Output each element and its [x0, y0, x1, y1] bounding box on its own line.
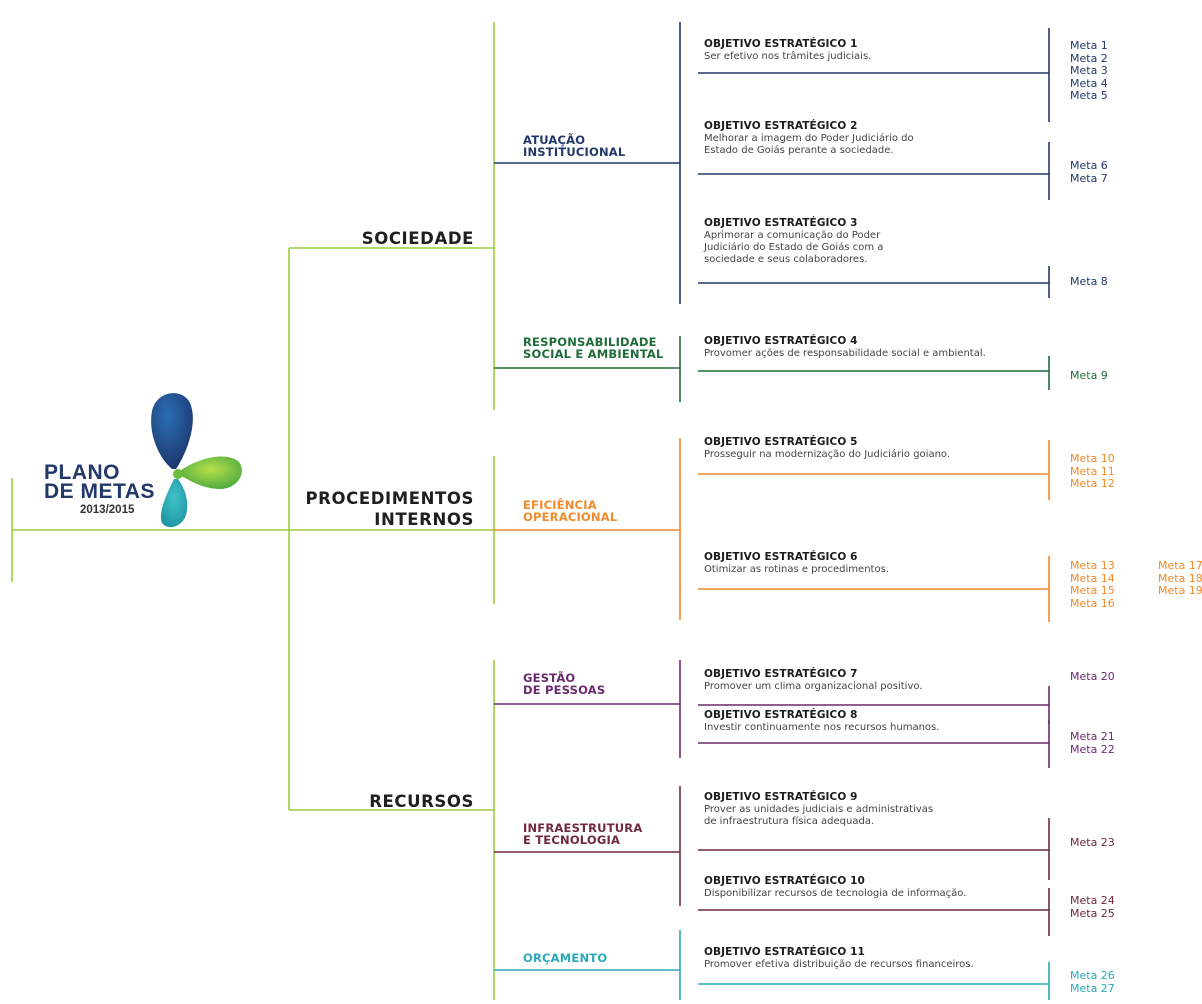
objective-desc-6: Otimizar as rotinas e procedimentos. [704, 564, 889, 575]
meta-label: Meta 26 [1070, 969, 1115, 982]
objective-title-3: OBJETIVO ESTRATÉGICO 3 [704, 217, 858, 229]
title-years: 2013/2015 [80, 504, 135, 516]
meta-label: Meta 23 [1070, 836, 1115, 849]
meta-label: Meta 8 [1070, 275, 1108, 288]
objective-desc-8: Investir continuamente nos recursos huma… [704, 722, 940, 733]
objective-title-1: OBJETIVO ESTRATÉGICO 1 [704, 38, 858, 50]
theme-label-infra: INFRAESTRUTURA [523, 821, 643, 835]
theme-label-atuacao: ATUAÇÃO [523, 133, 586, 147]
meta-label: Meta 1 [1070, 39, 1108, 52]
objective-title-5: OBJETIVO ESTRATÉGICO 5 [704, 436, 858, 448]
objective-desc-2: Melhorar a imagem do Poder Judiciário do [704, 133, 914, 144]
objective-title-6: OBJETIVO ESTRATÉGICO 6 [704, 551, 858, 563]
theme-label-orcamento: ORÇAMENTO [523, 951, 608, 965]
objective-desc-11: Promover efetiva distribuição de recurso… [704, 959, 974, 970]
meta-label: Meta 11 [1070, 464, 1115, 478]
objective-title-7: OBJETIVO ESTRATÉGICO 7 [704, 668, 858, 680]
plano-logo-icon [151, 393, 242, 528]
objective-title-11: OBJETIVO ESTRATÉGICO 11 [704, 946, 865, 958]
theme-label-responsabilidade: RESPONSABILIDADE [523, 335, 657, 349]
theme-label-eficiencia: EFICIÊNCIA [523, 498, 597, 512]
meta-label: Meta 18 [1158, 571, 1202, 585]
objective-desc-9: de infraestrutura física adequada. [704, 816, 875, 827]
meta-label: Meta 25 [1070, 906, 1115, 920]
objective-desc-7: Promover um clima organizacional positiv… [704, 681, 923, 692]
theme-label-gestao: GESTÃO [523, 671, 576, 685]
theme-label-gestao: DE PESSOAS [523, 683, 606, 697]
meta-label: Meta 21 [1070, 730, 1115, 743]
objective-desc-5: Prosseguir na modernização do Judiciário… [704, 449, 951, 460]
meta-label: Meta 13 [1070, 559, 1115, 572]
theme-label-atuacao: INSTITUCIONAL [523, 145, 626, 159]
meta-label: Meta 4 [1070, 76, 1108, 90]
objective-title-8: OBJETIVO ESTRATÉGICO 8 [704, 709, 858, 721]
meta-label: Meta 15 [1070, 584, 1115, 598]
meta-label: Meta 16 [1070, 596, 1115, 610]
meta-label: Meta 10 [1070, 452, 1115, 465]
title-line1: PLANO [44, 461, 120, 484]
meta-label: Meta 6 [1070, 159, 1108, 172]
objective-title-10: OBJETIVO ESTRATÉGICO 10 [704, 875, 865, 887]
objective-title-4: OBJETIVO ESTRATÉGICO 4 [704, 335, 858, 347]
perspective-label-procedimentos: PROCEDIMENTOS [305, 489, 474, 508]
objective-desc-1: Ser efetivo nos trâmites judiciais. [704, 51, 872, 62]
objective-desc-2: Estado de Goiás perante a sociedade. [704, 145, 894, 156]
meta-label: Meta 3 [1070, 64, 1108, 78]
perspective-label-procedimentos: INTERNOS [374, 510, 474, 529]
perspective-label-recursos: RECURSOS [369, 792, 474, 811]
objective-desc-10: Disponibilizar recursos de tecnologia de… [704, 888, 967, 899]
objective-desc-3: Aprimorar a comunicação do Poder [704, 230, 881, 241]
objective-desc-3: sociedade e seus colaboradores. [704, 254, 868, 265]
meta-label: Meta 24 [1070, 894, 1115, 907]
logo: PLANO DE METAS 2013/2015 [40, 385, 250, 530]
meta-label: Meta 20 [1070, 670, 1115, 683]
meta-label: Meta 9 [1070, 369, 1108, 382]
theme-label-responsabilidade: SOCIAL E AMBIENTAL [523, 347, 664, 361]
meta-label: Meta 19 [1158, 584, 1202, 598]
theme-label-eficiencia: OPERACIONAL [523, 510, 618, 524]
objective-desc-3: Judiciário do Estado de Goiás com a [704, 242, 884, 253]
meta-label: Meta 2 [1070, 51, 1108, 65]
objective-title-2: OBJETIVO ESTRATÉGICO 2 [704, 120, 858, 132]
meta-label: Meta 27 [1070, 981, 1115, 995]
meta-label: Meta 14 [1070, 571, 1115, 585]
title-line2: DE METAS [44, 480, 155, 503]
objective-desc-9: Prover as unidades judiciais e administr… [704, 804, 934, 815]
objective-title-9: OBJETIVO ESTRATÉGICO 9 [704, 791, 858, 803]
perspective-label-sociedade: SOCIEDADE [361, 229, 474, 248]
meta-label: Meta 12 [1070, 477, 1115, 491]
meta-label: Meta 5 [1070, 89, 1108, 103]
meta-label: Meta 7 [1070, 171, 1108, 185]
objective-desc-4: Provomer ações de responsabilidade socia… [704, 348, 986, 359]
meta-label: Meta 17 [1158, 559, 1202, 572]
meta-label: Meta 22 [1070, 742, 1115, 756]
theme-label-infra: E TECNOLOGIA [523, 833, 621, 847]
